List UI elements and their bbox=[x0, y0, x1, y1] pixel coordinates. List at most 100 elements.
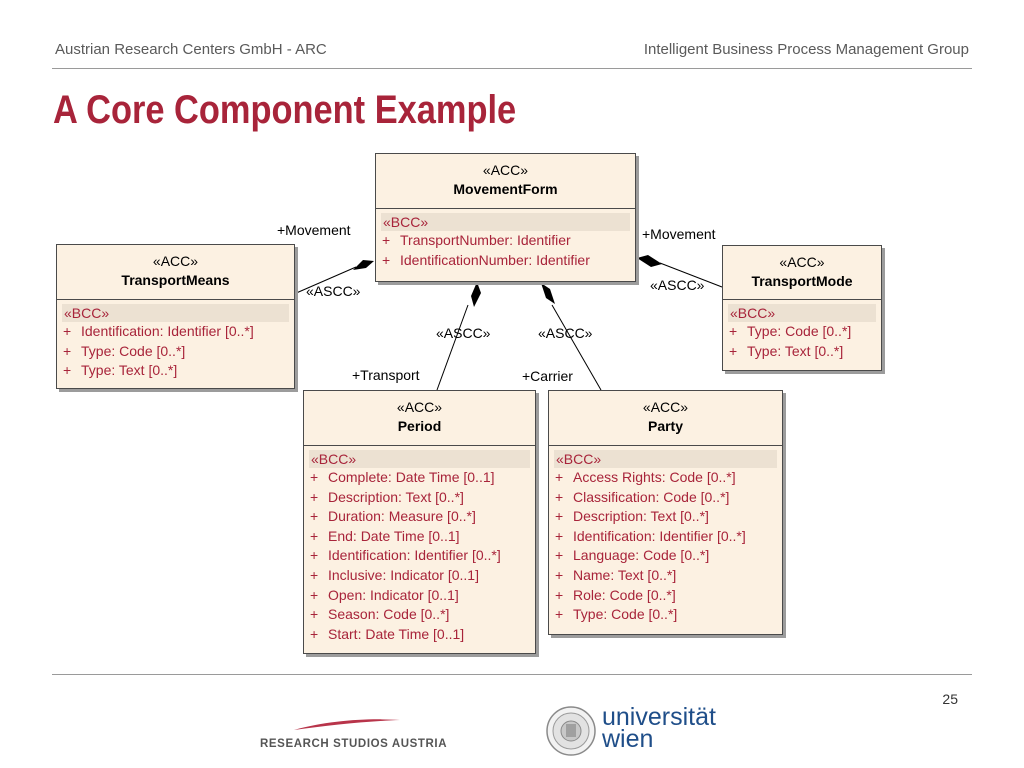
class-stereotype: «ACC» bbox=[152, 253, 199, 269]
attribute-text: Access Rights: Code [0..*] bbox=[573, 469, 736, 485]
attribute-row: +Access Rights: Code [0..*] bbox=[554, 468, 777, 488]
footer-divider bbox=[52, 674, 972, 675]
header-organization: Austrian Research Centers GmbH - ARC bbox=[55, 41, 327, 58]
class-name: MovementForm bbox=[453, 181, 558, 197]
attribute-text: Type: Text [0..*] bbox=[81, 362, 178, 379]
attribute-text: Identification: Identifier [0..*] bbox=[328, 547, 501, 564]
ascc-label-period: «ASCC» bbox=[436, 325, 491, 341]
attribute-text: Duration: Measure [0..*] bbox=[328, 508, 476, 525]
association-line-party bbox=[551, 304, 602, 391]
attribute-row: +IdentificationNumber: Identifier bbox=[381, 251, 630, 271]
attribute-text: Classification: Code [0..*] bbox=[573, 488, 730, 505]
class-stereotype: «ACC» bbox=[642, 399, 689, 415]
class-header: «ACC» MovementForm bbox=[376, 154, 635, 209]
attribute-text: Type: Code [0..*] bbox=[747, 323, 852, 339]
association-line-period bbox=[436, 304, 469, 391]
universitaet-wien-logo: universität wien bbox=[545, 704, 745, 760]
attribute-text: Type: Text [0..*] bbox=[747, 342, 844, 359]
attribute-row: +Identification: Identifier [0..*] bbox=[554, 527, 777, 547]
university-name-line1: universität bbox=[602, 703, 716, 731]
attribute-row: + Name: Text [0..*] bbox=[554, 566, 777, 586]
visibility-marker: + bbox=[310, 488, 319, 505]
attribute-row: + Type: Text [0..*] bbox=[728, 342, 876, 362]
visibility-marker: + bbox=[729, 342, 738, 359]
class-party[interactable]: «ACC» Party «BCC» +Access Rights: Code [… bbox=[548, 390, 783, 635]
visibility-marker: + bbox=[63, 323, 72, 339]
attribute-text: Identification: Identifier [0..*] bbox=[81, 323, 254, 339]
visibility-marker: + bbox=[555, 586, 564, 603]
visibility-marker: + bbox=[310, 606, 319, 623]
class-period[interactable]: «ACC» Period «BCC» +Complete: Date Time … bbox=[303, 390, 536, 654]
attribute-row: +Start: Date Time [0..1] bbox=[309, 625, 530, 645]
bcc-stereotype: «BCC» bbox=[381, 213, 630, 231]
attribute-row: +Language: Code [0..*] bbox=[554, 546, 777, 566]
header-group: Intelligent Business Process Management … bbox=[643, 41, 969, 58]
composition-diamond-party bbox=[541, 283, 555, 304]
attribute-text: End: Date Time [0..1] bbox=[328, 527, 460, 544]
header-divider bbox=[52, 68, 972, 69]
visibility-marker: + bbox=[382, 232, 391, 248]
class-attributes: «BCC» +Complete: Date Time [0..1] +Descr… bbox=[304, 446, 535, 644]
composition-diamond-transport-mode bbox=[637, 255, 662, 267]
attribute-row: + Description: Text [0..*] bbox=[554, 507, 777, 527]
slide-title: A Core Component Example bbox=[53, 88, 517, 132]
role-label-movement-left: +Movement bbox=[277, 222, 351, 238]
attribute-row: +Type: Code [0..*] bbox=[554, 605, 777, 625]
attribute-row: +Type: Code [0..*] bbox=[62, 342, 289, 362]
attribute-row: +End: Date Time [0..1] bbox=[309, 527, 530, 547]
class-transport-mode[interactable]: «ACC» TransportMode «BCC» + Type: Code [0… bbox=[722, 245, 882, 371]
class-stereotype: «ACC» bbox=[779, 254, 825, 270]
association-line-transport-mode bbox=[659, 262, 723, 288]
attribute-text: Start: Date Time [0..1] bbox=[328, 625, 465, 642]
visibility-marker: + bbox=[310, 547, 319, 564]
attribute-text: TransportNumber: Identifier bbox=[400, 232, 571, 248]
visibility-marker: + bbox=[555, 547, 564, 564]
composition-diamond-transport-means bbox=[353, 260, 374, 270]
ascc-label-party: «ASCC» bbox=[538, 325, 593, 341]
attribute-text: Name: Text [0..*] bbox=[573, 566, 677, 583]
class-name: Period bbox=[397, 418, 442, 434]
attribute-text: Open: Indicator [0..1] bbox=[328, 586, 459, 603]
bcc-stereotype: «BCC» bbox=[309, 450, 530, 468]
attribute-row: +Classification: Code [0..*] bbox=[554, 488, 777, 508]
attribute-row: + Identification: Identifier [0..*] bbox=[62, 322, 289, 342]
ascc-label-transport-means: «ASCC» bbox=[306, 283, 361, 299]
bcc-stereotype: «BCC» bbox=[554, 450, 777, 468]
class-transport-means[interactable]: «ACC» TransportMeans «BCC» +Identificati… bbox=[56, 244, 295, 389]
attribute-text: Role: Code [0..*] bbox=[573, 586, 676, 603]
page-number: 25 bbox=[942, 691, 958, 707]
attribute-text: Identification: Identifier [0..*] bbox=[573, 527, 746, 544]
attribute-text: Type: Code [0..*] bbox=[81, 342, 186, 359]
attribute-row: + Identification: Identifier [0..*] bbox=[309, 546, 530, 566]
visibility-marker: + bbox=[63, 362, 72, 379]
visibility-marker: + bbox=[555, 606, 564, 623]
university-seal-icon bbox=[546, 706, 596, 756]
visibility-marker: + bbox=[382, 251, 391, 268]
attribute-row: +Complete: Date Time [0..1] bbox=[309, 468, 530, 488]
class-stereotype: «ACC» bbox=[396, 399, 443, 415]
visibility-marker: + bbox=[310, 566, 319, 583]
attribute-text: Description: Text [0..*] bbox=[573, 508, 709, 525]
attribute-text: Season: Code [0..*] bbox=[328, 606, 450, 623]
class-header: «ACC» TransportMode bbox=[723, 246, 881, 300]
bcc-stereotype: «BCC» bbox=[62, 304, 289, 322]
visibility-marker: + bbox=[310, 586, 319, 603]
university-wordmark: universität wien bbox=[602, 703, 716, 752]
attribute-row: + TransportNumber: Identifier bbox=[381, 231, 630, 251]
attribute-row: + Open: Indicator [0..1] bbox=[309, 586, 530, 606]
attribute-row: + Type: Text [0..*] bbox=[62, 361, 289, 381]
association-line-transport-means bbox=[293, 266, 357, 295]
visibility-marker: + bbox=[555, 508, 564, 525]
role-label-movement-right: +Movement bbox=[642, 226, 716, 242]
class-movement-form[interactable]: «ACC» MovementForm «BCC» + TransportNumbe… bbox=[375, 153, 636, 282]
visibility-marker: + bbox=[555, 566, 564, 583]
class-header: «ACC» Period bbox=[304, 391, 535, 446]
attribute-text: Complete: Date Time [0..1] bbox=[328, 469, 495, 485]
class-attributes: «BCC» +Access Rights: Code [0..*] +Class… bbox=[549, 446, 782, 625]
bcc-stereotype: «BCC» bbox=[728, 304, 876, 322]
visibility-marker: + bbox=[729, 323, 738, 339]
research-studios-austria-logo: RESEARCH STUDIOS AUSTRIA bbox=[260, 716, 450, 756]
attribute-row: + Season: Code [0..*] bbox=[309, 605, 530, 625]
composition-diamond-period bbox=[471, 282, 481, 307]
